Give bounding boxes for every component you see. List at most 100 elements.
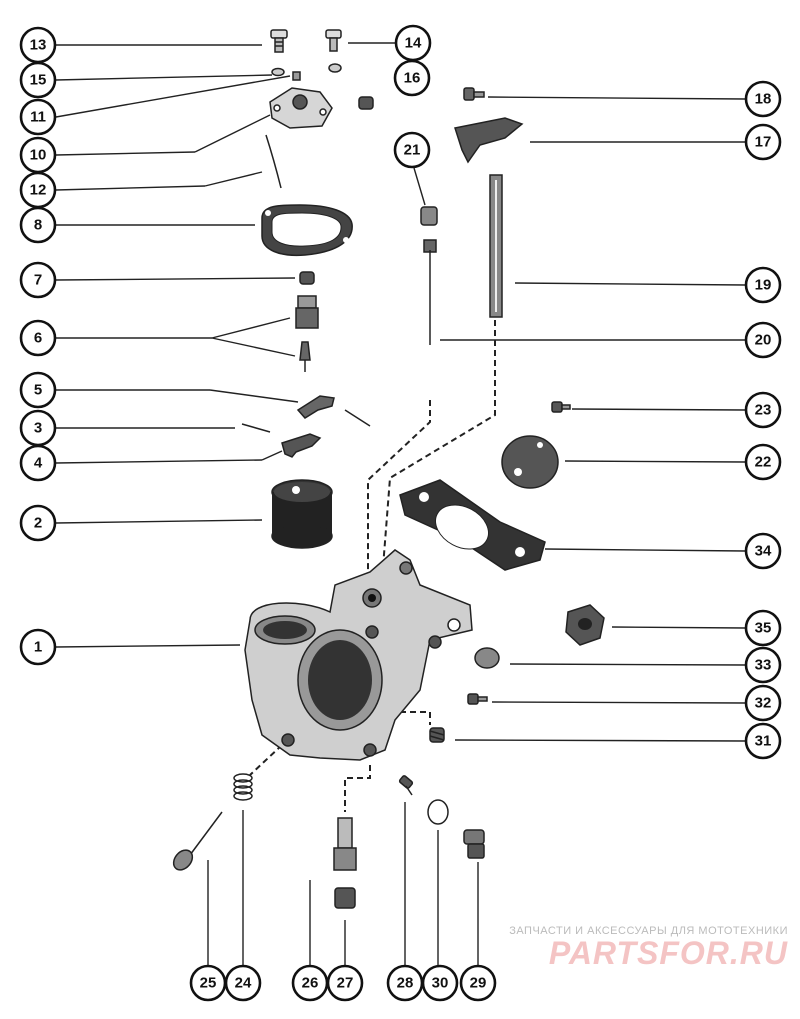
washer-15-icon	[271, 67, 285, 77]
nut-27-icon	[334, 887, 356, 909]
watermark-subtitle: ЗАПЧАСТИ И АКСЕССУАРЫ ДЛЯ МОТОТЕХНИКИ	[509, 925, 788, 937]
shaft-19-icon	[489, 174, 503, 318]
callout-3: 3	[19, 409, 57, 447]
svg-text:32: 32	[755, 695, 772, 712]
callout-1: 1	[19, 628, 57, 666]
nut-35-icon	[565, 604, 605, 646]
callout-13: 13	[19, 26, 57, 64]
svg-text:10: 10	[30, 147, 47, 164]
callout-35: 35	[744, 609, 782, 647]
callout-11: 11	[19, 98, 57, 136]
callout-21: 21	[393, 131, 431, 169]
float-arm-5-icon	[296, 395, 335, 419]
parts	[172, 29, 605, 909]
svg-text:8: 8	[34, 217, 42, 234]
callout-22: 22	[744, 443, 782, 481]
pin-3-icon	[241, 423, 271, 433]
gasket-8-icon	[261, 204, 353, 257]
svg-text:15: 15	[30, 72, 47, 89]
callout-10: 10	[19, 136, 57, 174]
svg-text:14: 14	[405, 35, 422, 52]
svg-text:21: 21	[404, 142, 421, 159]
plug-29-icon	[463, 829, 485, 859]
callout-12: 12	[19, 171, 57, 209]
svg-text:25: 25	[200, 975, 217, 992]
svg-text:3: 3	[34, 420, 42, 437]
svg-text:30: 30	[432, 975, 449, 992]
callout-25: 25	[189, 964, 227, 1002]
callout-29: 29	[459, 964, 497, 1002]
valve-6-icon	[295, 295, 319, 372]
callout-17: 17	[744, 123, 782, 161]
screw-14-icon	[325, 29, 342, 52]
svg-text:24: 24	[235, 975, 252, 992]
callout-31: 31	[744, 722, 782, 760]
svg-text:17: 17	[755, 134, 772, 151]
svg-text:5: 5	[34, 382, 42, 399]
callout-2: 2	[19, 504, 57, 542]
svg-text:7: 7	[34, 272, 42, 289]
svg-text:26: 26	[302, 975, 319, 992]
svg-text:19: 19	[755, 277, 772, 294]
hinge-4-icon	[281, 433, 322, 458]
watermark: ЗАПЧАСТИ И АКСЕССУАРЫ ДЛЯ МОТОТЕХНИКИ PA…	[509, 925, 788, 969]
gasket-34-icon	[399, 479, 546, 571]
callout-30: 30	[421, 964, 459, 1002]
callout-18: 18	[744, 80, 782, 118]
nut-21-icon	[420, 206, 438, 226]
screw-13-icon	[270, 29, 288, 53]
leader-lines	[55, 42, 746, 965]
svg-text:33: 33	[755, 657, 772, 674]
needle-screw-25-icon	[172, 811, 223, 871]
screw-32-icon	[467, 693, 488, 705]
callout-24: 24	[224, 964, 262, 1002]
tube-12-icon	[265, 134, 282, 189]
svg-text:22: 22	[755, 454, 772, 471]
jet-26-icon	[333, 817, 357, 871]
callout-32: 32	[744, 684, 782, 722]
svg-text:13: 13	[30, 37, 47, 54]
screw-11-icon	[292, 71, 301, 81]
callout-7: 7	[19, 261, 57, 299]
seat-7-icon	[299, 271, 315, 285]
svg-text:29: 29	[470, 975, 487, 992]
float-2-icon	[271, 479, 333, 549]
callout-14: 14	[394, 24, 432, 62]
svg-text:6: 6	[34, 330, 42, 347]
callout-34: 34	[744, 532, 782, 570]
svg-text:27: 27	[337, 975, 354, 992]
callout-8: 8	[19, 206, 57, 244]
lever-17-icon	[454, 117, 524, 164]
cover-10-icon	[269, 87, 333, 129]
svg-text:35: 35	[755, 620, 772, 637]
screw-28-icon	[398, 775, 414, 796]
callout-6: 6	[19, 319, 57, 357]
callout-15: 15	[19, 61, 57, 99]
callout-20: 20	[744, 321, 782, 359]
svg-text:20: 20	[755, 332, 772, 349]
svg-text:4: 4	[34, 455, 43, 472]
pin-icon	[344, 409, 371, 427]
svg-text:1: 1	[34, 639, 42, 656]
svg-text:28: 28	[397, 975, 414, 992]
callout-28: 28	[386, 964, 424, 1002]
plug-33-icon	[474, 647, 500, 669]
svg-text:34: 34	[755, 543, 772, 560]
screw-23-icon	[551, 401, 571, 413]
disc-22-icon	[501, 435, 559, 489]
spring-24-icon	[233, 773, 253, 801]
callout-26: 26	[291, 964, 329, 1002]
callout-16: 16	[393, 59, 431, 97]
svg-text:12: 12	[30, 182, 47, 199]
callout-19: 19	[744, 266, 782, 304]
carburetor-body-1-icon	[244, 549, 473, 761]
svg-text:31: 31	[755, 733, 772, 750]
callout-4: 4	[19, 444, 57, 482]
nut-16-icon	[358, 96, 374, 110]
screw-18-icon	[463, 87, 485, 101]
spring-31-icon	[429, 727, 445, 743]
svg-text:18: 18	[755, 91, 772, 108]
svg-text:16: 16	[404, 70, 421, 87]
svg-text:23: 23	[755, 402, 772, 419]
